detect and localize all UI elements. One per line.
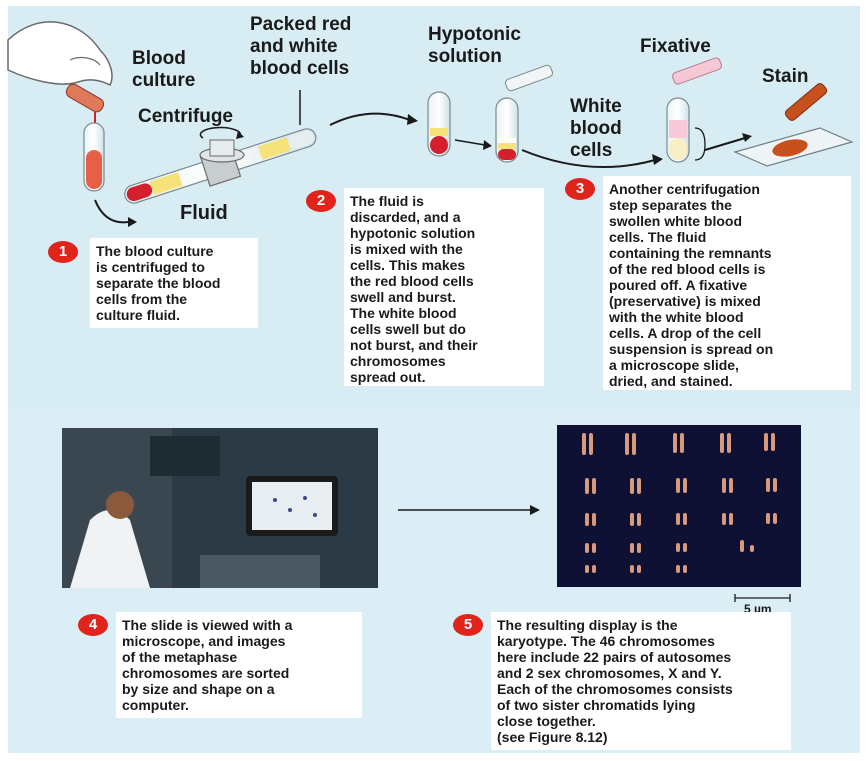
step-2-badge: 2 bbox=[306, 190, 336, 212]
step-3-badge: 3 bbox=[565, 178, 595, 200]
label-hypotonic-solution: Hypotonic solution bbox=[428, 24, 521, 67]
label-centrifuge: Centrifuge bbox=[138, 106, 233, 127]
pouring-tube-icon bbox=[65, 83, 105, 113]
label-fixative: Fixative bbox=[640, 36, 711, 57]
step-4-text: The slide is viewed with a microscope, a… bbox=[116, 612, 362, 718]
step-3-text: Another centrifugation step separates th… bbox=[603, 176, 851, 390]
lab-photo bbox=[62, 428, 378, 588]
step-5-text: The resulting display is the karyotype. … bbox=[491, 612, 791, 750]
step-4-badge: 4 bbox=[78, 614, 108, 636]
arrowhead-icon bbox=[128, 217, 137, 227]
arrow-icon bbox=[454, 139, 486, 146]
test-tube-icon bbox=[83, 122, 105, 192]
test-tube-icon bbox=[427, 91, 451, 157]
arrow-icon bbox=[94, 199, 129, 224]
arrowhead-icon bbox=[530, 505, 540, 515]
arrowhead-icon bbox=[407, 114, 418, 125]
label-white-blood-cells: White blood cells bbox=[570, 96, 622, 161]
step-5-badge: 5 bbox=[453, 614, 483, 636]
pipette-icon bbox=[505, 64, 553, 92]
arrowhead-icon bbox=[742, 133, 752, 142]
arrow-icon bbox=[704, 137, 746, 151]
arrowhead-icon bbox=[483, 140, 492, 150]
step-2-text: The fluid is discarded, and a hypotonic … bbox=[344, 188, 544, 386]
hand-icon bbox=[7, 21, 113, 87]
step-1-badge: 1 bbox=[48, 241, 78, 263]
test-tube-icon bbox=[666, 97, 690, 163]
label-stain: Stain bbox=[762, 66, 809, 87]
centrifuge-icon bbox=[124, 126, 317, 204]
label-packed-cells: Packed red and white blood cells bbox=[250, 14, 352, 79]
label-blood-culture: Blood culture bbox=[132, 48, 196, 91]
arrow-icon bbox=[329, 112, 411, 126]
label-fluid: Fluid bbox=[180, 202, 228, 224]
step-1-text: The blood culture is centrifuged to sepa… bbox=[90, 238, 258, 328]
arrowhead-icon bbox=[652, 154, 663, 165]
microscope-slide-icon bbox=[733, 127, 854, 167]
karyotype-image bbox=[557, 425, 801, 587]
test-tube-icon bbox=[495, 97, 519, 163]
white-cells-bracket bbox=[694, 127, 706, 161]
pipette-icon bbox=[672, 57, 722, 85]
scale-bar bbox=[734, 594, 791, 602]
pipette-icon bbox=[784, 83, 828, 121]
arrow-icon bbox=[521, 149, 656, 169]
